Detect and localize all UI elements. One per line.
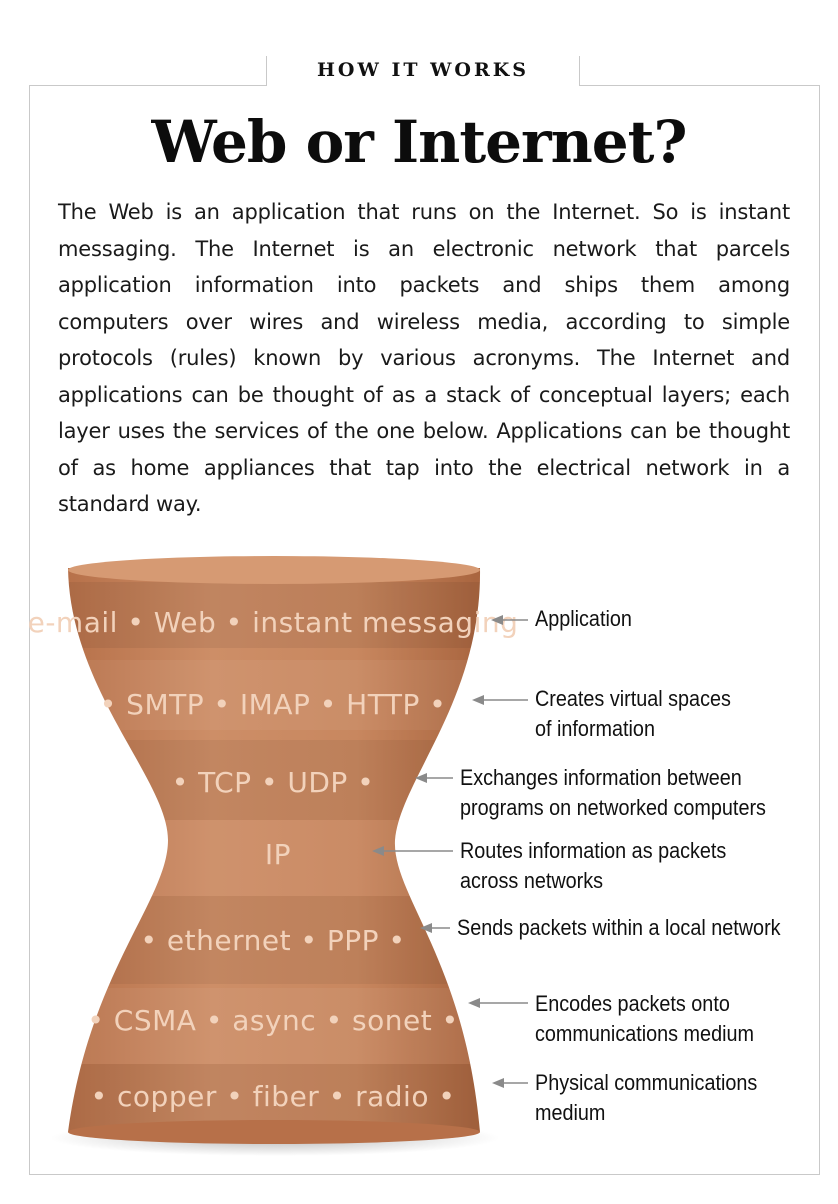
callout-transport: Exchanges information between programs o…: [460, 765, 766, 820]
protocols-encoding: • CSMA • async • sonet •: [87, 1004, 458, 1037]
protocols-link: • ethernet • PPP •: [141, 924, 406, 957]
page-title: Web or Internet?: [151, 108, 688, 176]
hourglass-bottom-rim: [68, 1120, 480, 1144]
callout-application: Application: [535, 606, 632, 631]
protocols-transport: • TCP • UDP •: [172, 766, 375, 799]
section-kicker: HOW IT WORKS: [316, 59, 529, 81]
band-encoding: [68, 988, 481, 1064]
hourglass-body: [68, 568, 481, 1132]
callout-network: Routes information as packets across net…: [460, 838, 727, 893]
callout-arrows: [372, 615, 528, 1088]
hourglass-top: [68, 556, 480, 584]
protocols-application: e-mail • Web • instant messaging: [28, 606, 519, 639]
band-session: [68, 660, 481, 730]
section-tab: HOW IT WORKS: [266, 56, 580, 86]
protocols-network: IP: [265, 838, 291, 871]
callout-session: Creates virtual spaces of information: [535, 686, 731, 741]
callout-physical: Physical communications medium: [535, 1070, 758, 1125]
intro-paragraph: The Web is an application that runs on t…: [58, 200, 790, 516]
hourglass-svg: e-mail • Web • instant messaging • SMTP …: [28, 556, 528, 1156]
callout-encoding: Encodes packets onto communications medi…: [535, 991, 754, 1046]
protocols-session: • SMTP • IMAP • HTTP •: [100, 688, 447, 721]
protocols-physical: • copper • fiber • radio •: [91, 1080, 456, 1113]
callout-link: Sends packets within a local network: [457, 915, 781, 940]
band-application: [68, 582, 481, 648]
hourglass-diagram: e-mail • Web • instant messaging • SMTP …: [0, 540, 838, 1170]
